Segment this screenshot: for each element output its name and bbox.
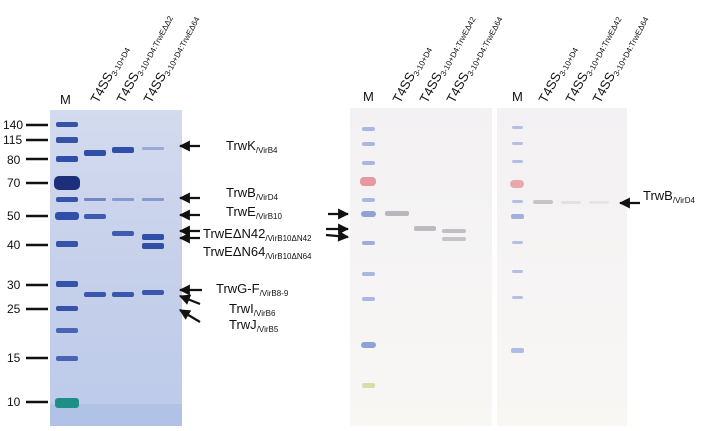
mw-label: 30 <box>7 278 21 292</box>
marker-band-115 <box>56 137 78 143</box>
band-trwk <box>84 150 106 156</box>
annotation-trwe-dn64: TrwEΔN64/VirB10ΔN64 <box>203 244 312 261</box>
panel-blot-virb10: M T4SS3-10+D4 T4SS3-10+D4:TrwEΔ42 T4SS3-… <box>325 15 505 426</box>
lane-coomassie-wt <box>84 150 106 297</box>
mw-label: 115 <box>3 133 22 147</box>
band-trwe-dn42 <box>142 234 164 240</box>
band-trwe-dn64 <box>442 237 466 241</box>
marker-band <box>362 272 375 276</box>
arrow-icon <box>178 294 201 306</box>
band-trwb <box>533 200 553 204</box>
marker-band-140 <box>56 122 78 127</box>
mw-label: 70 <box>7 176 21 190</box>
mw-label: 15 <box>7 351 21 365</box>
marker-band <box>512 160 523 163</box>
marker-band-80 <box>56 156 78 162</box>
marker-band <box>512 241 523 244</box>
panel-blot-virD4: M T4SS3-10+D4 T4SS3-10+D4:TrwEΔ42 T4SS3-… <box>497 15 695 426</box>
annotation-trwgf: TrwG-F/VirB8-9 <box>216 281 289 298</box>
mw-label: 10 <box>7 395 21 409</box>
mw-label: 40 <box>7 238 21 252</box>
marker-band <box>362 142 375 146</box>
marker-band <box>362 161 375 165</box>
band-trwgf <box>84 292 106 297</box>
annotation-trwb: TrwB/VirD4 <box>643 188 695 205</box>
annotation-trwb: TrwB/VirD4 <box>226 185 278 202</box>
arrow-icon <box>325 230 350 242</box>
gel-background <box>50 110 182 426</box>
lane-coomassie-dn64 <box>142 147 164 295</box>
blot-background <box>350 108 492 426</box>
annotation-trwe: TrwE/VirB10 <box>226 204 283 221</box>
gel-dye-front <box>50 404 182 426</box>
marker-band-50 <box>55 212 79 220</box>
marker-band <box>361 342 376 348</box>
band-trwk <box>142 147 164 150</box>
marker-band-40 <box>56 241 78 247</box>
band-trwb-faint <box>561 201 581 204</box>
marker-ladder <box>510 126 524 353</box>
marker-band <box>511 214 524 219</box>
marker-band <box>362 198 375 202</box>
lane-label-m: M <box>60 92 71 107</box>
annotation-trwi: TrwI/VirB6 <box>229 301 276 318</box>
annotation-trwj: TrwJ/VirB5 <box>229 317 279 334</box>
marker-band-green <box>362 383 375 388</box>
band-trwe-dn42-faint <box>442 229 466 233</box>
marker-band <box>362 241 375 245</box>
band-trwk <box>112 147 134 153</box>
marker-band-pink <box>510 180 524 188</box>
marker-ladder <box>360 127 376 388</box>
marker-band-pink <box>360 177 376 186</box>
band-trwe <box>84 214 106 219</box>
marker-band <box>362 127 375 131</box>
panel-coomassie: M T4SS3-10+D4 T4SS3-10+D4:TrwEΔΔ2 T4SS3-… <box>3 14 312 426</box>
mw-label: 140 <box>3 118 23 132</box>
band-trwb-faint <box>589 201 609 204</box>
band-trwb <box>112 198 134 201</box>
band-trwb <box>142 198 164 201</box>
marker-band <box>512 296 523 299</box>
marker-band-25 <box>56 306 78 311</box>
marker-band-30 <box>56 281 78 287</box>
marker-band-60 <box>56 197 78 202</box>
lane-coomassie-dn42 <box>112 147 134 297</box>
band-trwgf <box>112 292 134 297</box>
band-trwe-dn42 <box>112 231 134 236</box>
marker-band <box>512 200 523 203</box>
marker-band <box>361 211 376 217</box>
annotation-arrows <box>325 208 350 242</box>
annotation-trwk: TrwK/VirB4 <box>226 138 278 155</box>
lane-label-m: M <box>512 89 523 104</box>
band-trwe-dn42 <box>414 226 436 231</box>
marker-band-10 <box>55 398 79 408</box>
marker-band <box>512 126 523 129</box>
marker-band <box>512 270 523 273</box>
marker-ladder <box>54 122 80 408</box>
band-trwe <box>385 211 409 216</box>
marker-band <box>512 142 523 145</box>
mw-label: 80 <box>7 153 21 167</box>
marker-band <box>511 348 524 353</box>
mw-label: 25 <box>7 302 21 316</box>
marker-band-15 <box>56 356 78 361</box>
lane-label-m: M <box>363 89 374 104</box>
band-trwgf <box>142 290 164 295</box>
marker-band <box>362 297 375 301</box>
annotation-arrows <box>178 140 202 323</box>
blot-background <box>497 108 627 426</box>
band-trwb <box>84 198 106 201</box>
marker-band-20 <box>56 328 78 333</box>
band-trwe-dn64 <box>142 243 164 249</box>
annotation-trwe-dn42: TrwEΔN42/VirB10ΔN42 <box>203 226 312 243</box>
mw-scale: 140 115 80 70 50 40 30 25 15 10 <box>3 118 48 409</box>
arrow-icon <box>179 309 201 323</box>
marker-band-70 <box>54 176 80 190</box>
mw-label: 50 <box>7 209 21 223</box>
